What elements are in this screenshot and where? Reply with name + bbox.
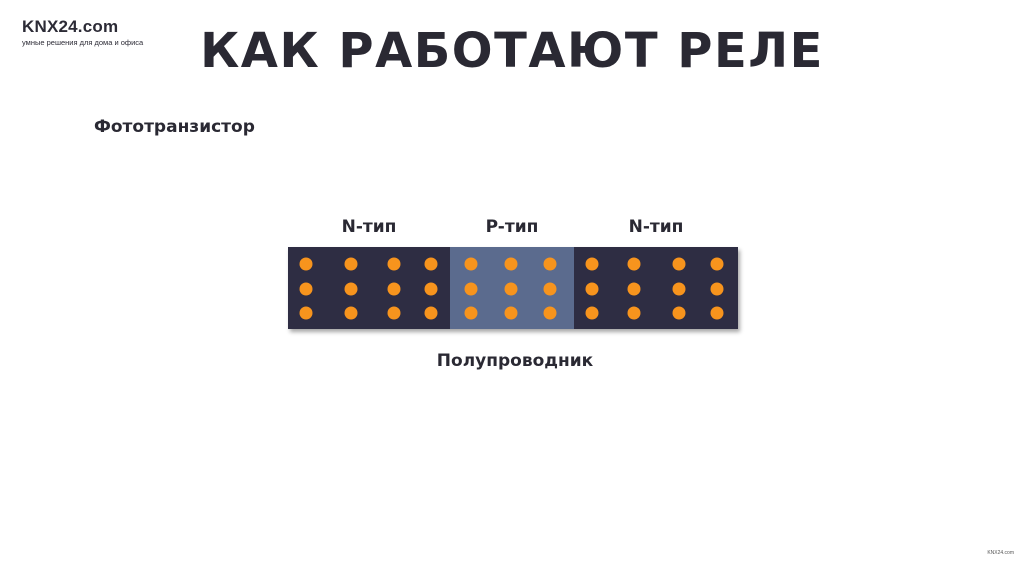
n-type-region-left bbox=[288, 247, 450, 329]
carrier-dot bbox=[387, 282, 401, 296]
carrier-dot bbox=[424, 306, 438, 320]
carrier-dot bbox=[543, 257, 557, 271]
carrier-dot bbox=[464, 257, 478, 271]
semiconductor-block bbox=[288, 247, 738, 329]
carrier-dot bbox=[672, 257, 686, 271]
carrier-dot bbox=[299, 257, 313, 271]
carrier-dot bbox=[543, 282, 557, 296]
carrier-dot bbox=[627, 257, 641, 271]
carrier-dot bbox=[387, 257, 401, 271]
semiconductor-caption: Полупроводник bbox=[436, 351, 594, 371]
brand-tagline: умные решения для дома и офиса bbox=[22, 38, 144, 47]
carrier-dot bbox=[710, 257, 724, 271]
carrier-dot bbox=[627, 306, 641, 320]
region-label-p: P-тип bbox=[485, 217, 539, 237]
carrier-dot bbox=[464, 306, 478, 320]
carrier-dot bbox=[504, 306, 518, 320]
carrier-dot bbox=[543, 306, 557, 320]
carrier-dot bbox=[585, 306, 599, 320]
watermark: KNX24.com bbox=[987, 550, 1014, 556]
charge-carrier-dots bbox=[299, 257, 724, 320]
region-label-n-left: N-тип bbox=[341, 217, 397, 237]
carrier-dot bbox=[672, 282, 686, 296]
brand-logo: KNX24.com умные решения для дома и офиса bbox=[22, 17, 143, 47]
carrier-dot bbox=[672, 306, 686, 320]
carrier-dot bbox=[299, 282, 313, 296]
carrier-dot bbox=[344, 282, 358, 296]
carrier-dot bbox=[344, 306, 358, 320]
carrier-dot bbox=[387, 306, 401, 320]
carrier-dot bbox=[710, 282, 724, 296]
carrier-dot bbox=[424, 282, 438, 296]
carrier-dot bbox=[299, 306, 313, 320]
carrier-dot bbox=[424, 257, 438, 271]
carrier-dot bbox=[585, 282, 599, 296]
carrier-dot bbox=[627, 282, 641, 296]
carrier-dot bbox=[710, 306, 724, 320]
carrier-dot bbox=[585, 257, 599, 271]
carrier-dot bbox=[464, 282, 478, 296]
carrier-dot bbox=[504, 257, 518, 271]
brand-name: KNX24.com bbox=[22, 17, 119, 36]
slide-subtitle: Фототранзистор bbox=[94, 117, 255, 137]
slide-title: КАК РАБОТАЮТ РЕЛЕ bbox=[200, 23, 824, 79]
carrier-dot bbox=[344, 257, 358, 271]
region-label-n-right: N-тип bbox=[628, 217, 684, 237]
carrier-dot bbox=[504, 282, 518, 296]
